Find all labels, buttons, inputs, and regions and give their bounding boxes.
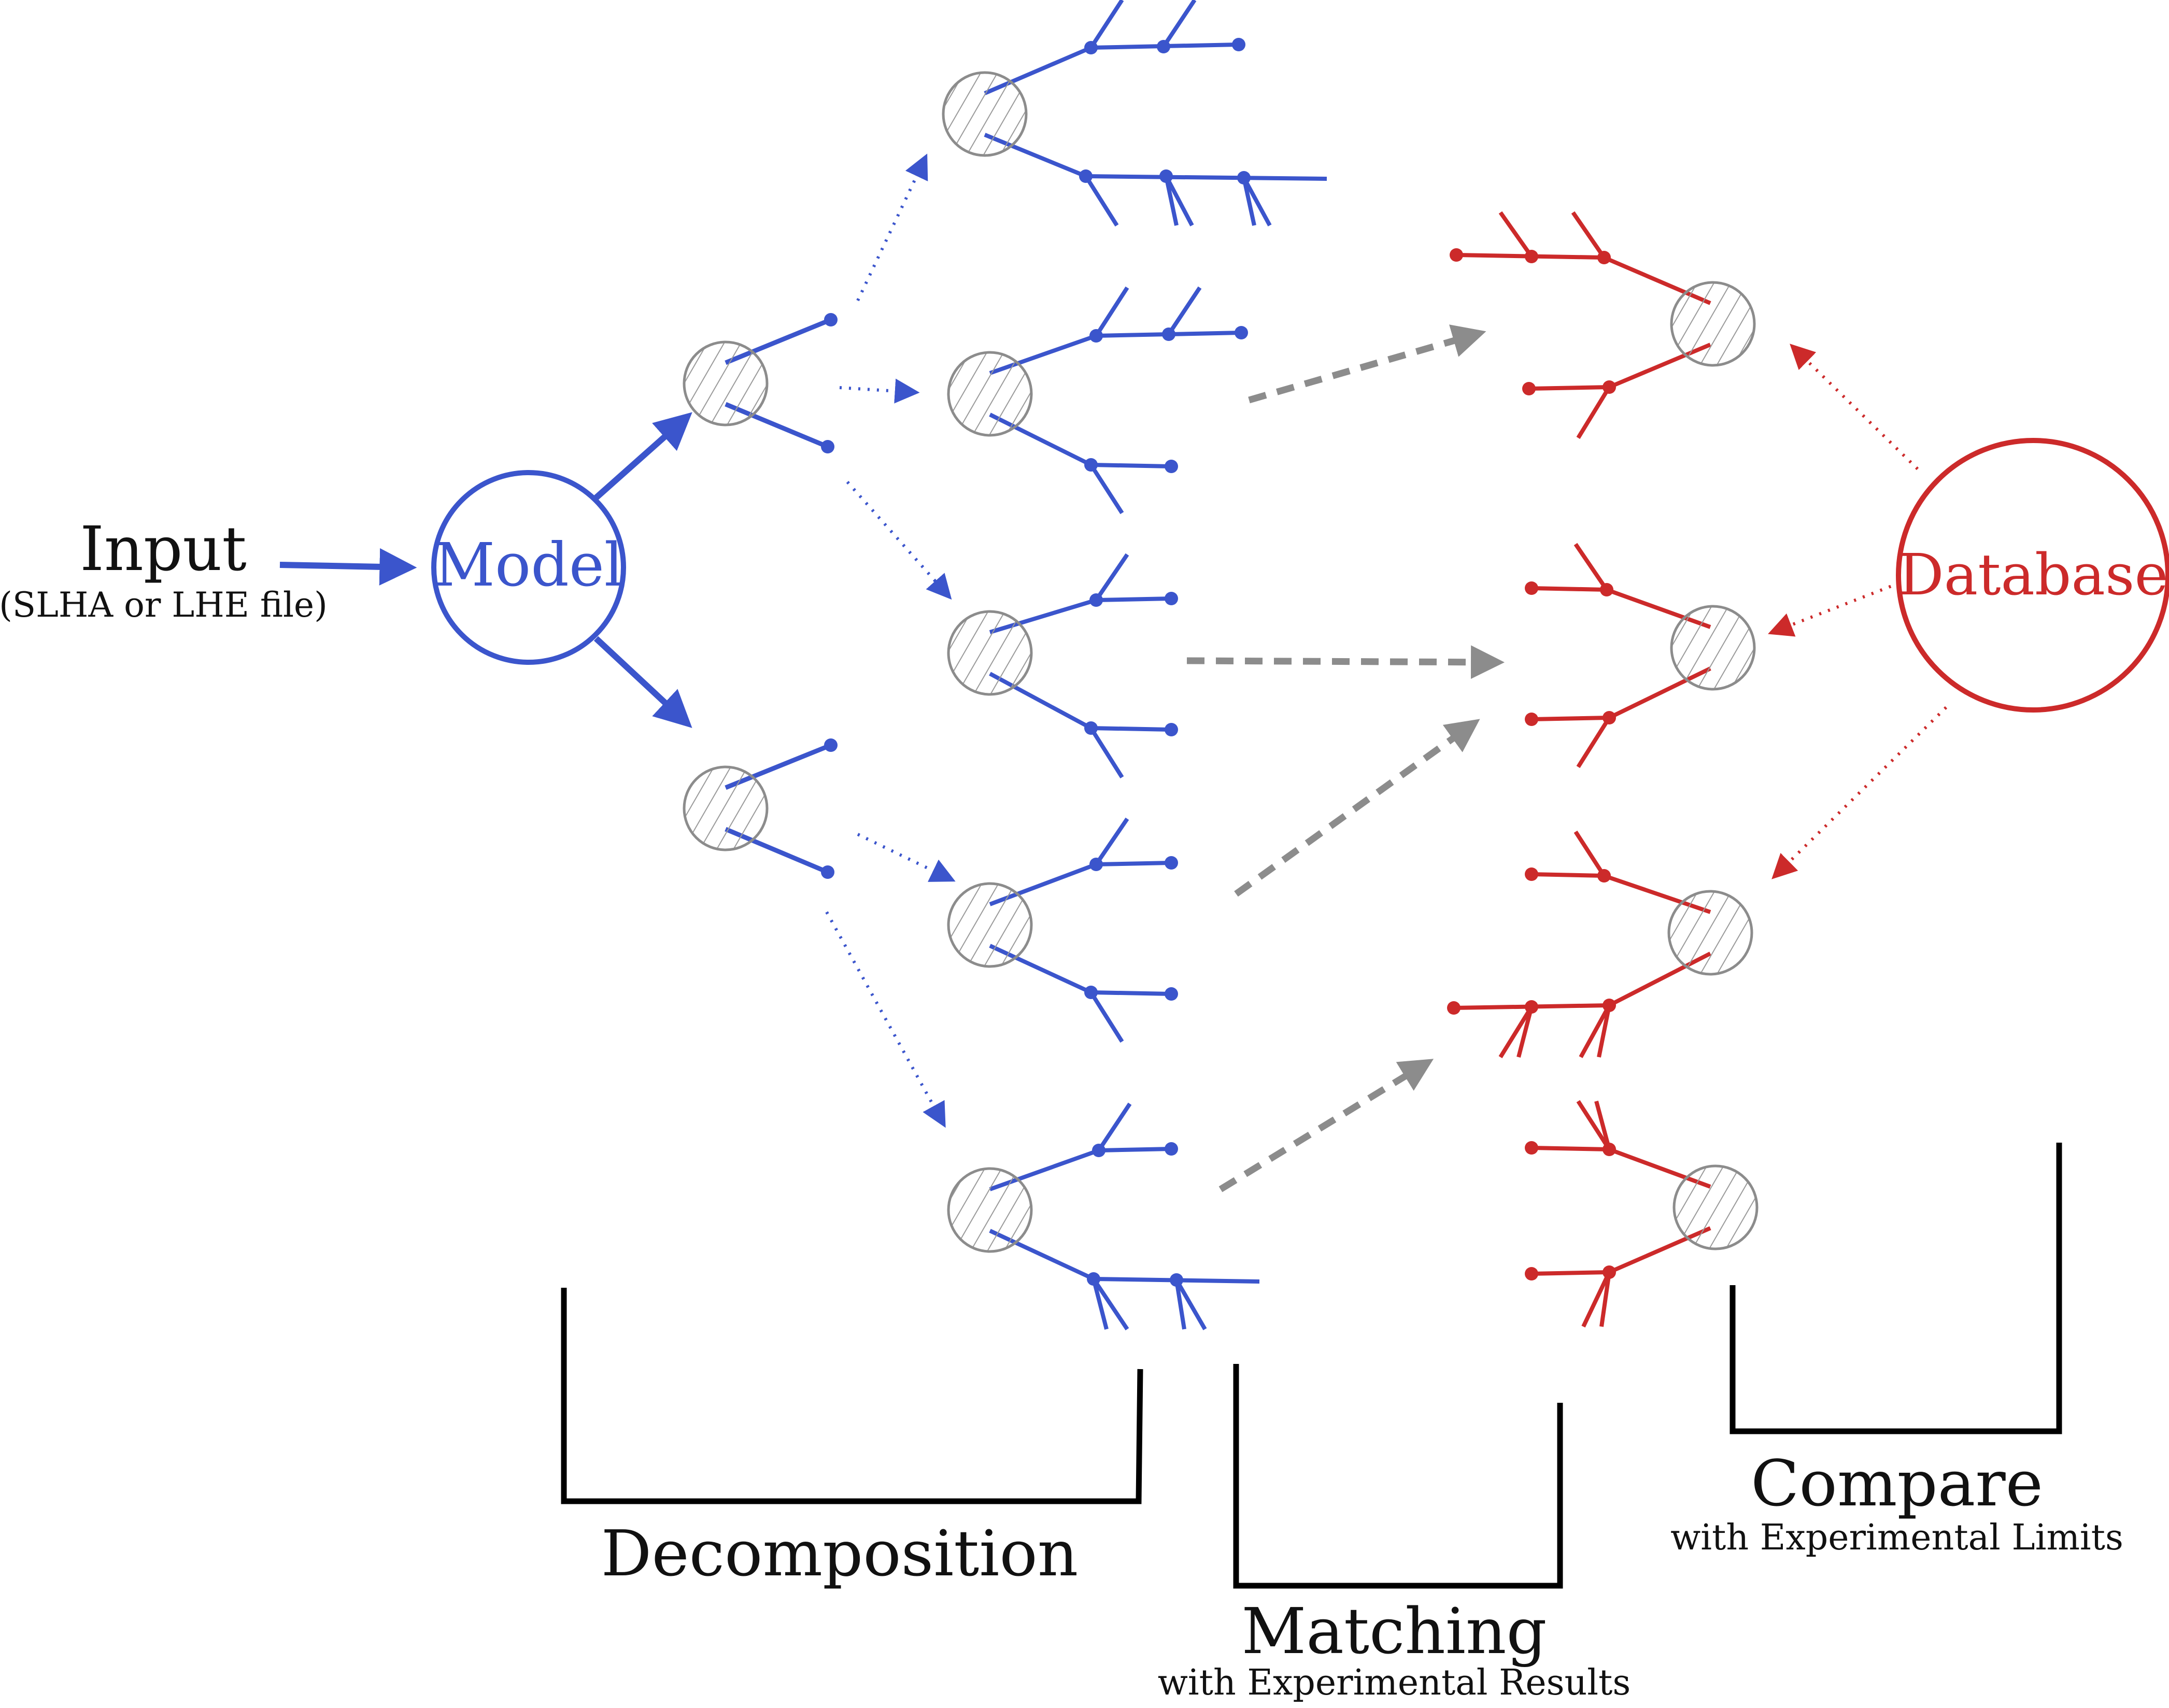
compare-title: Compare [1751, 1447, 2043, 1520]
level1-topology-upper [683, 313, 838, 453]
matching-bracket [1233, 1364, 1563, 1589]
blue-topology-1 [942, 0, 1327, 227]
decomposition-title: Decomposition [601, 1517, 1079, 1590]
red-topology-4 [1525, 1100, 1759, 1328]
database-node [1896, 438, 2169, 713]
input-subtitle: (SLHA or LHE file) [0, 585, 328, 625]
input-arrow [279, 548, 417, 586]
decomposition-dotted-arrows [825, 153, 956, 1128]
level1-topology-lower [683, 738, 838, 879]
database-dotted-arrows [1768, 344, 1948, 879]
blue-topology-3 [947, 553, 1178, 779]
red-topology-3 [1447, 830, 1753, 1059]
model-node [431, 470, 626, 665]
blue-topology-4 [947, 817, 1178, 1043]
model-arrow-upper [591, 412, 692, 503]
matching-subtitle: with Experimental Results [1158, 1662, 1631, 1703]
model-arrow-lower [593, 636, 692, 728]
red-topology-1 [1450, 211, 1756, 439]
compare-bracket [1729, 1143, 2062, 1434]
matching-title: Matching [1241, 1595, 1547, 1668]
compare-subtitle: with Experimental Limits [1670, 1517, 2123, 1558]
decomposition-bracket [561, 1288, 1143, 1504]
database-label: Database [1898, 542, 2168, 608]
red-topology-2 [1525, 543, 1756, 768]
blue-topology-2 [947, 286, 1248, 515]
input-title: Input [80, 513, 247, 585]
model-label: Model [434, 531, 623, 600]
matching-arrows [1186, 324, 1505, 1192]
blue-topology-5 [947, 1102, 1260, 1331]
